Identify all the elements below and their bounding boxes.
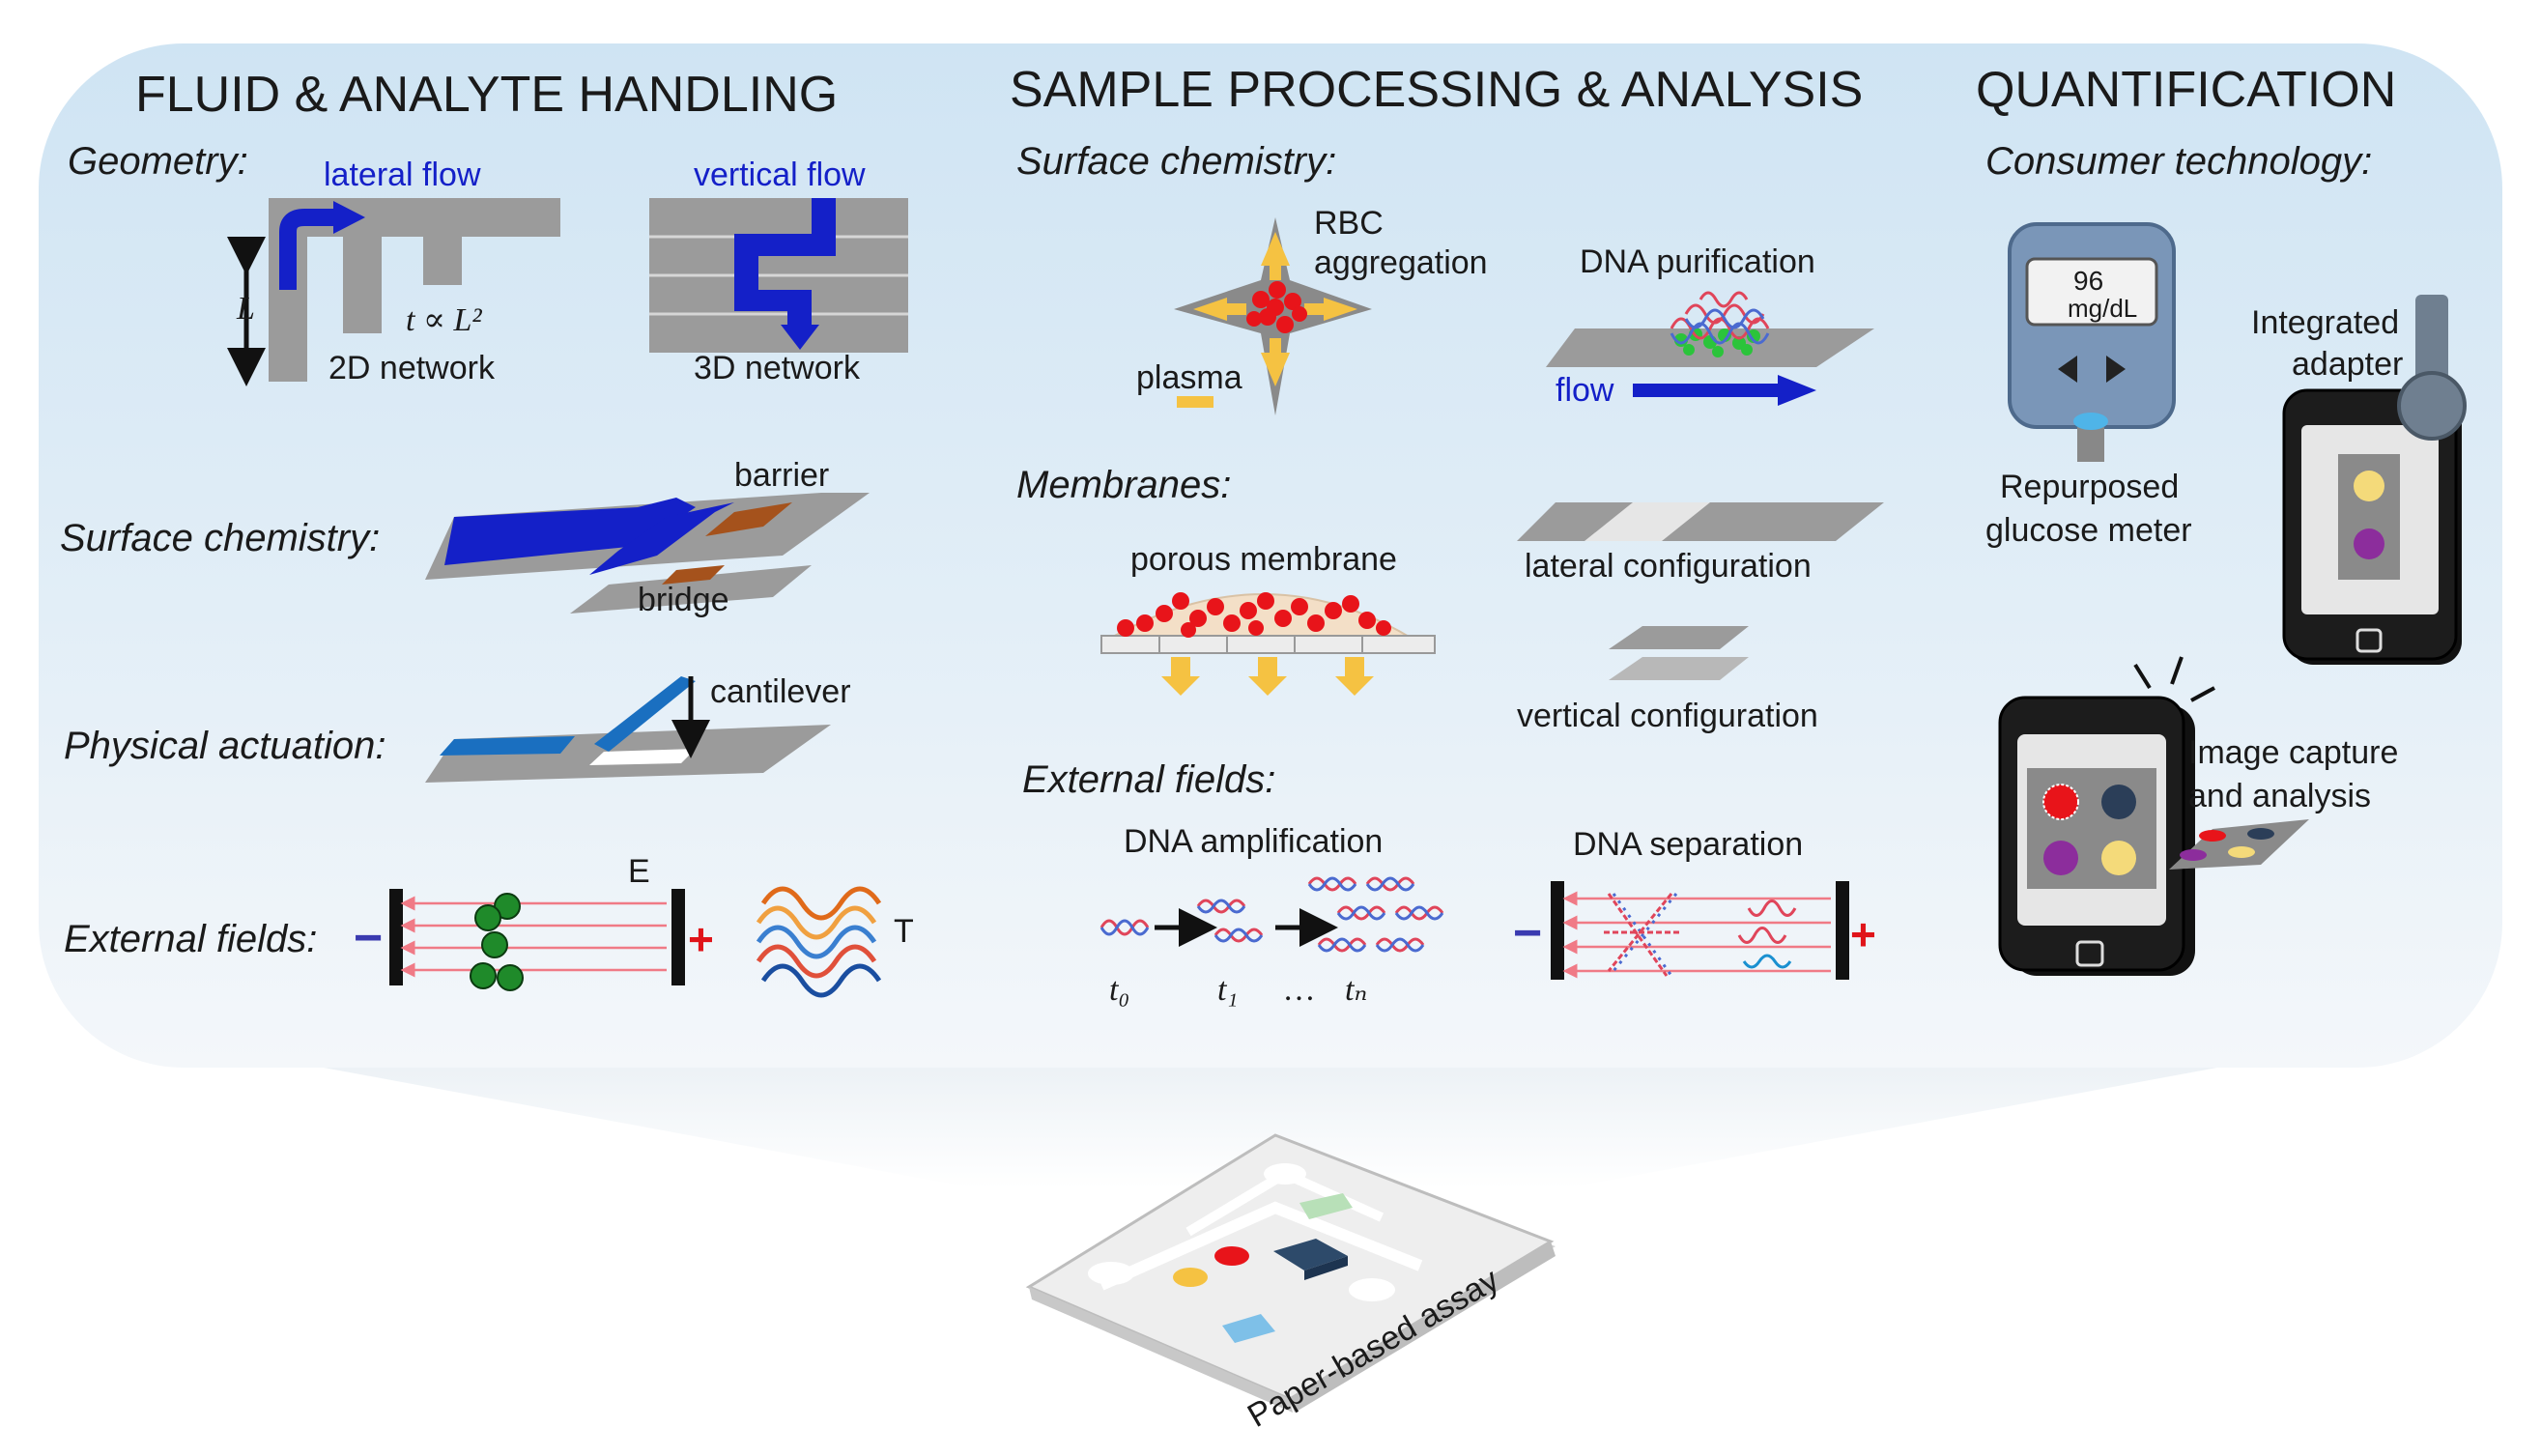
electric-field-electrodes xyxy=(389,889,685,991)
rbc-label-line2: aggregation xyxy=(1314,244,1488,281)
geometry-label: Geometry: xyxy=(68,140,248,183)
rbc-aggregation-chip xyxy=(1174,217,1372,415)
adapter-phone xyxy=(2282,295,2467,665)
adapter-caption-line1: Integrated xyxy=(2251,304,2399,341)
membranes-label: Membranes: xyxy=(1016,464,1231,506)
sample-minus-sign: − xyxy=(1513,905,1542,961)
glucose-caption-line1: Repurposed xyxy=(2000,469,2179,505)
sample-external-fields-label: External fields: xyxy=(1022,758,1275,801)
fluid-surface-chemistry-label: Surface chemistry: xyxy=(60,517,380,559)
dna-purification-paper xyxy=(1546,291,1874,406)
field-symbol: E xyxy=(628,853,650,890)
lateral-configuration-label: lateral configuration xyxy=(1525,548,1812,585)
flow-label: flow xyxy=(1556,372,1614,409)
time-t1: t₁ xyxy=(1217,972,1238,1008)
header-sample: SAMPLE PROCESSING & ANALYSIS xyxy=(1010,62,1863,118)
dna-amplification-drawing xyxy=(1099,876,1444,953)
dna-purification-label: DNA purification xyxy=(1580,243,1815,280)
header-quant: QUANTIFICATION xyxy=(1976,62,2396,118)
physical-actuation-label: Physical actuation: xyxy=(64,725,386,767)
capture-caption-line2: and analysis xyxy=(2188,778,2371,814)
scaling-formula: t ∝ L² xyxy=(406,302,482,338)
bridge-label: bridge xyxy=(638,582,729,618)
capture-caption-line1: Image capture xyxy=(2188,734,2398,771)
glucose-caption-line2: glucose meter xyxy=(1985,512,2192,549)
glucose-value: 96 xyxy=(2073,266,2103,296)
funnel-shading xyxy=(193,1043,2348,1188)
vertical-flow-network xyxy=(649,198,908,353)
network-3d-label: 3D network xyxy=(694,350,861,386)
porous-membrane-label: porous membrane xyxy=(1130,541,1397,578)
network-2d-label: 2D network xyxy=(328,350,496,386)
lateral-configuration-drawing xyxy=(1517,502,1884,541)
vertical-configuration-drawing xyxy=(1609,626,1749,680)
consumer-technology-label: Consumer technology: xyxy=(1985,140,2372,183)
fluid-minus-sign: − xyxy=(354,910,383,966)
adapter-caption-line2: adapter xyxy=(2292,346,2403,383)
dna-separation-drawing xyxy=(1551,881,1849,980)
temperature-symbol: T xyxy=(894,913,914,950)
time-ellipsis: … xyxy=(1285,972,1314,1008)
fluid-external-fields-label: External fields: xyxy=(64,918,317,960)
temperature-waves xyxy=(756,886,882,998)
porous-membrane-drawing xyxy=(1100,592,1436,696)
cantilever-device xyxy=(425,676,831,783)
barrier-bridge-paper xyxy=(425,493,870,614)
time-tn: tₙ xyxy=(1345,972,1367,1008)
plasma-label: plasma xyxy=(1136,359,1242,396)
fluid-plus-sign: + xyxy=(688,914,714,964)
paper-assay-device xyxy=(1025,1133,1556,1413)
vertical-flow-label: vertical flow xyxy=(694,157,866,193)
header-fluid: FLUID & ANALYTE HANDLING xyxy=(135,67,838,123)
rbc-label-line1: RBC xyxy=(1314,205,1384,242)
barrier-label: barrier xyxy=(734,457,829,494)
capture-phone xyxy=(1998,656,2309,976)
length-symbol: L xyxy=(236,291,255,327)
dna-amplification-label: DNA amplification xyxy=(1124,823,1383,860)
vertical-configuration-label: vertical configuration xyxy=(1517,698,1818,734)
time-t0: t₀ xyxy=(1109,972,1129,1008)
glucose-unit: mg/dL xyxy=(2068,294,2137,323)
lateral-flow-label: lateral flow xyxy=(324,157,481,193)
glucose-meter xyxy=(2008,222,2176,462)
sample-surface-chemistry-label: Surface chemistry: xyxy=(1016,140,1336,183)
sample-plus-sign: + xyxy=(1850,909,1876,959)
cantilever-label: cantilever xyxy=(710,673,851,710)
lateral-flow-network xyxy=(269,198,560,382)
dna-separation-label: DNA separation xyxy=(1573,826,1803,863)
